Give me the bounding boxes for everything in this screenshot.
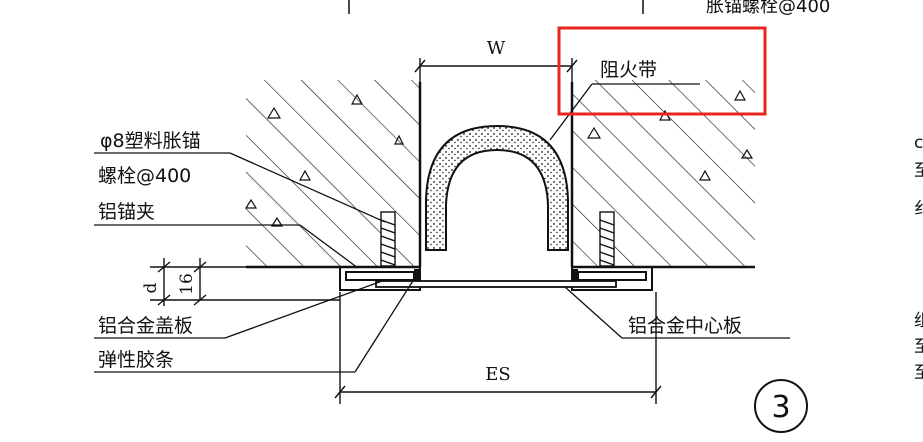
fire-barrier-arch bbox=[425, 124, 569, 251]
width-label: W bbox=[487, 38, 506, 59]
right-anchor-bolt bbox=[599, 211, 615, 267]
depth-dimension bbox=[150, 258, 340, 306]
clip-label: 铝锚夹 bbox=[98, 201, 155, 223]
expansion-label: ES bbox=[485, 364, 510, 385]
anchor-label-line2: 螺栓@400 bbox=[98, 165, 191, 187]
fire-barrier-label: 阻火带 bbox=[600, 59, 657, 81]
rubber-strips bbox=[414, 269, 578, 281]
right-fragment: 纟 bbox=[914, 199, 923, 219]
detail-number: 3 bbox=[771, 390, 790, 425]
center-plate-label: 铝合金中心板 bbox=[628, 315, 742, 337]
right-fragment: 至 bbox=[914, 161, 923, 181]
right-edge-fragments: c 至 纟 组 至 至 bbox=[914, 133, 923, 383]
right-fragment: 至 bbox=[914, 363, 923, 383]
right-fragment: 至 bbox=[914, 337, 923, 357]
highlight-box bbox=[557, 26, 767, 116]
depth-label: d bbox=[141, 282, 161, 293]
top-dimension-fragment: 胀锚螺栓@400 bbox=[348, 0, 830, 17]
center-plate bbox=[375, 280, 617, 288]
thickness-label: 16 bbox=[177, 273, 197, 295]
top-partial-label: 胀锚螺栓@400 bbox=[706, 0, 830, 17]
rubber-strip-label: 弹性胶条 bbox=[98, 349, 174, 371]
width-dimension bbox=[414, 58, 578, 84]
expansion-dimension bbox=[334, 292, 662, 404]
cover-plate-label: 铝合金盖板 bbox=[98, 315, 193, 337]
right-concrete-block bbox=[570, 80, 755, 269]
right-fragment: 组 bbox=[914, 311, 923, 331]
leader-lines bbox=[94, 83, 790, 373]
right-fragment: c bbox=[914, 133, 923, 153]
left-anchor-bolt bbox=[380, 211, 396, 267]
detail-number-circle bbox=[754, 379, 808, 433]
anchor-label-line1: φ8塑料胀锚 bbox=[100, 130, 201, 152]
